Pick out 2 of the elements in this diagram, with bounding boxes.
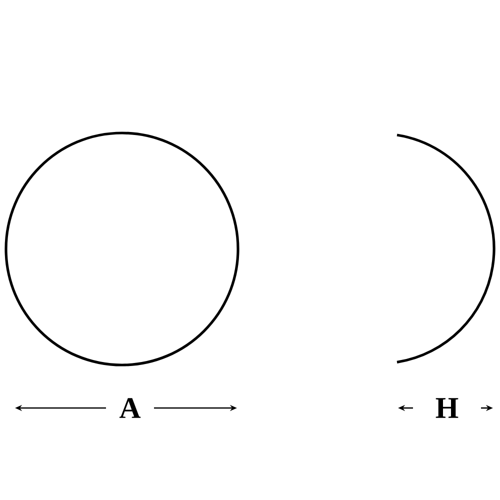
dimension-label: A (119, 398, 141, 418)
dimension-label: H (436, 398, 458, 418)
